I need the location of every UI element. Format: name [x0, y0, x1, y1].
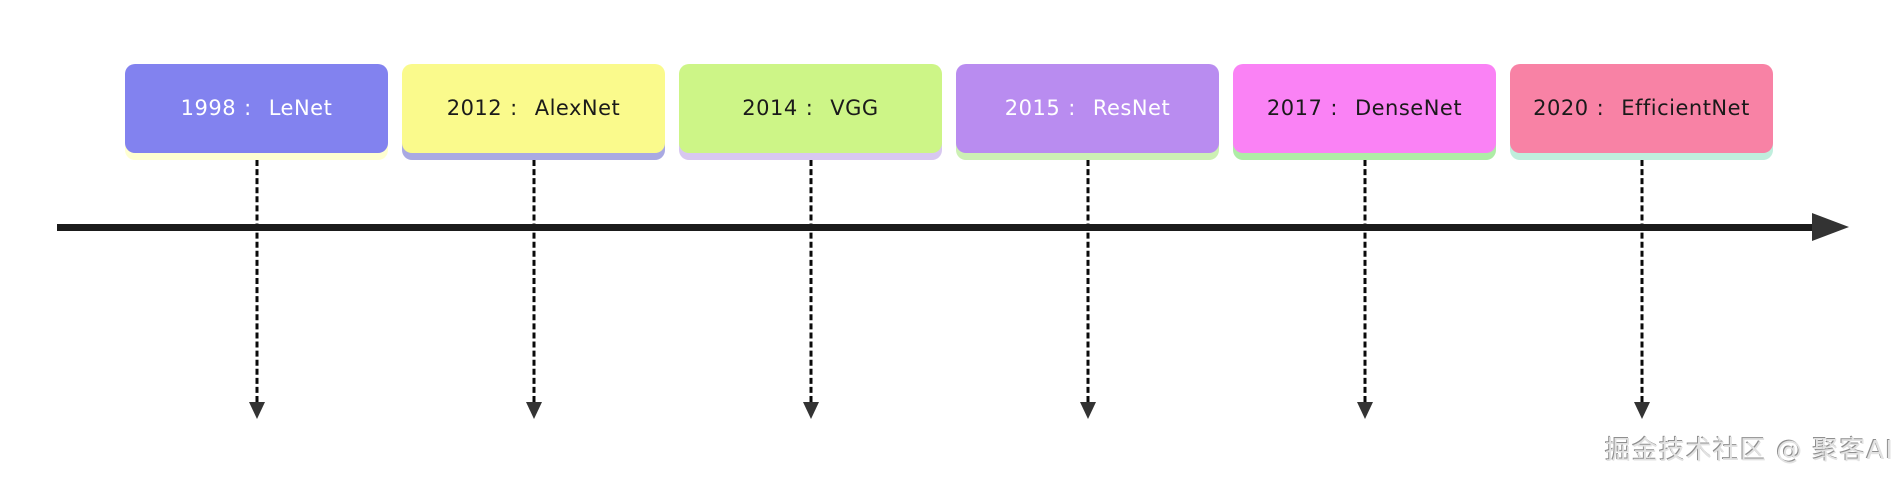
timeline-period: 2012 : AlexNet: [402, 64, 665, 419]
dashed-connector-line: [809, 160, 812, 402]
dashed-connector-line: [532, 160, 535, 402]
period-separator: :: [1330, 96, 1338, 120]
period-box: 2015 : ResNet: [956, 64, 1219, 153]
timeline-period: 1998 : LeNet: [125, 64, 388, 419]
dashed-connector-arrowhead-icon: [1079, 402, 1096, 419]
timeline-period: 2014 : VGG: [679, 64, 942, 419]
dashed-connector-line: [1640, 160, 1643, 402]
dashed-connector-line: [255, 160, 258, 402]
period-year: 2012: [446, 96, 503, 120]
period-separator: :: [805, 96, 814, 120]
period-box: 1998 : LeNet: [125, 64, 388, 153]
period-box: 2014 : VGG: [679, 64, 942, 153]
period-year: 1998: [180, 96, 237, 120]
timeline-period: 2020 : EfficientNet: [1510, 64, 1773, 419]
period-name: LeNet: [268, 96, 333, 120]
period-year: 2014: [742, 96, 798, 120]
period-name: DenseNet: [1354, 96, 1463, 120]
period-year: 2017: [1266, 96, 1323, 120]
dashed-connector-arrowhead-icon: [525, 402, 542, 419]
dashed-connector-arrowhead-icon: [802, 402, 819, 419]
period-separator: :: [510, 96, 518, 120]
timeline-axis-arrowhead-icon: [1812, 213, 1849, 241]
period-name: VGG: [830, 96, 879, 120]
dashed-connector-arrowhead-icon: [248, 402, 265, 419]
period-box: 2020 : EfficientNet: [1510, 64, 1773, 153]
period-separator: :: [1068, 96, 1076, 120]
timeline-period: 2017 : DenseNet: [1233, 64, 1496, 419]
dashed-connector-arrowhead-icon: [1633, 402, 1650, 419]
period-year: 2015: [1004, 96, 1061, 120]
dashed-connector-line: [1086, 160, 1089, 402]
period-name: AlexNet: [534, 96, 621, 120]
period-year: 2020: [1533, 96, 1589, 120]
period-name: ResNet: [1092, 96, 1171, 120]
timeline-axis-line: [57, 224, 1813, 231]
timeline-period: 2015 : ResNet: [956, 64, 1219, 419]
period-separator: :: [1596, 96, 1605, 120]
watermark-text: 掘金技术社区 @ 聚客AI: [1605, 436, 1894, 466]
period-name: EfficientNet: [1621, 96, 1750, 120]
dashed-connector-line: [1363, 160, 1366, 402]
dashed-connector-arrowhead-icon: [1356, 402, 1373, 419]
period-box: 2012 : AlexNet: [402, 64, 665, 153]
period-box: 2017 : DenseNet: [1233, 64, 1496, 153]
timeline-row: 1998 : LeNet 2012 : AlexNet 2014 : VGG 2…: [125, 64, 1773, 419]
period-separator: :: [244, 96, 252, 120]
